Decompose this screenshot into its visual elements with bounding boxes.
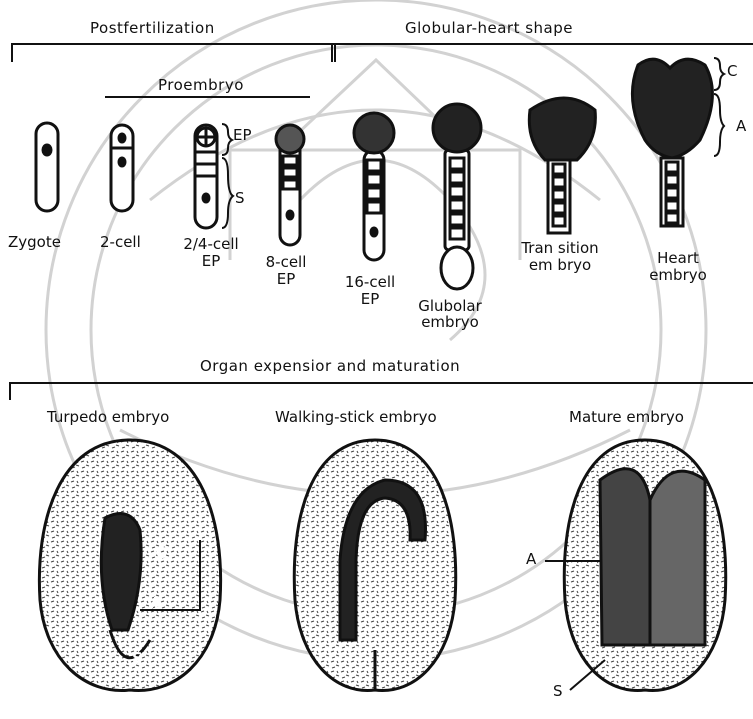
torpedo-title: Turpedo embryo (47, 409, 169, 426)
globular-label: Glubolar embryo (410, 298, 490, 330)
eight-cell-stalk (280, 140, 300, 245)
ep-marker: EP (233, 127, 252, 144)
transition-label-line1: Tran sition (505, 240, 615, 257)
two-four-cell-label-line1: 2/4-cell (176, 236, 246, 253)
ep-brace (222, 124, 232, 155)
two-four-cell-label-line2: EP (176, 253, 246, 270)
globular-stalk (445, 150, 469, 250)
eight-cell-label-line1: 8-cell (256, 254, 316, 271)
sixteen-cell-stalk (364, 150, 384, 260)
torpedo-embryo (101, 514, 141, 630)
mature-a-marker: A (526, 551, 536, 568)
two-four-cell-shape (195, 125, 217, 228)
c-brace (714, 58, 724, 90)
walking-stick-seed (294, 440, 455, 690)
transition-stalk (548, 160, 570, 233)
globular-heart-header: Globular-heart shape (405, 20, 573, 37)
two-four-cell-label: 2/4-cell EP (176, 236, 246, 270)
postfertilization-bracket (12, 44, 335, 62)
transition-head (529, 98, 595, 160)
walking-stick-title: Walking-stick embryo (275, 409, 437, 426)
mature-s-marker: S (553, 683, 563, 700)
c-marker: C (727, 63, 737, 80)
torpedo-a-marker: A (150, 595, 162, 612)
torpedo-s-marker: S (132, 650, 143, 667)
heart-head (632, 59, 712, 158)
two-cell-shape (111, 125, 133, 211)
globular-label-line2: embryo (410, 314, 490, 330)
postfertilization-header: Postfertilization (90, 20, 215, 37)
a-brace (714, 94, 724, 156)
mature-title: Mature embryo (569, 409, 684, 426)
s-marker: S (235, 190, 245, 207)
torpedo-c-marker: C (156, 545, 167, 562)
a-marker: A (736, 118, 746, 135)
eight-cell-label-line2: EP (256, 271, 316, 288)
mature-cotyledon-right (650, 471, 705, 645)
heart-stalk (661, 158, 683, 226)
globular-head (433, 104, 481, 152)
sixteen-cell-label-line1: 16-cell (340, 274, 400, 291)
heart-label-line2: embryo (638, 267, 718, 284)
mature-seed (564, 440, 725, 690)
eight-cell-label: 8-cell EP (256, 254, 316, 288)
globular-heart-bracket (332, 44, 753, 62)
sixteen-cell-head (354, 113, 394, 153)
zygote-label: Zygote (8, 234, 61, 251)
eight-cell-head (276, 125, 304, 153)
sixteen-cell-label: 16-cell EP (340, 274, 400, 308)
organ-bracket (10, 383, 753, 400)
torpedo-seed (39, 440, 220, 690)
s-brace (222, 158, 233, 228)
organ-header: Organ expensior and maturation (200, 358, 460, 375)
heart-label: Heart embryo (638, 250, 718, 284)
two-cell-label: 2-cell (100, 234, 141, 251)
proembryo-header: Proembryo (158, 77, 244, 94)
globular-label-line1: Glubolar (410, 298, 490, 314)
transition-label-line2: em bryo (505, 257, 615, 274)
zygote-shape (36, 123, 58, 211)
transition-label: Tran sition em bryo (505, 240, 615, 274)
walking-stick-embryo (340, 480, 426, 640)
globular-suspensor-base (441, 247, 473, 289)
sixteen-cell-label-line2: EP (340, 291, 400, 308)
heart-label-line1: Heart (638, 250, 718, 267)
mature-cotyledon-left (600, 469, 650, 645)
